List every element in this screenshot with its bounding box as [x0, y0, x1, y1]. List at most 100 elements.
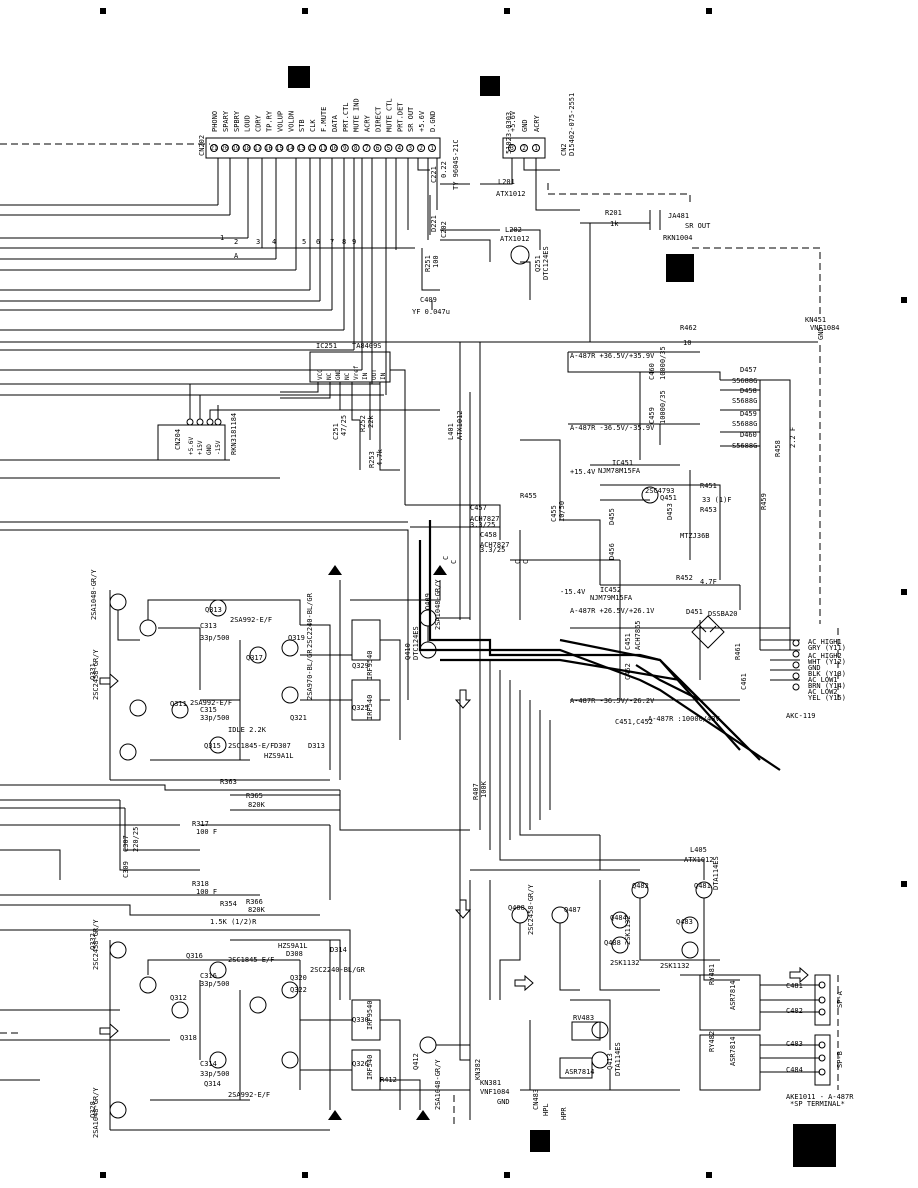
label-a1: 1 — [220, 234, 224, 242]
label-cx4: C — [522, 560, 530, 564]
cn202-pin — [210, 144, 218, 152]
label-hzs: HZS9A1L — [278, 942, 308, 950]
label-q313: Q313 — [205, 606, 222, 614]
label-c314v: 33p/500 — [200, 1070, 230, 1078]
label-r452: R452 — [676, 574, 693, 582]
cn2-pin — [532, 144, 540, 152]
cn202-pin-name: VOLUP — [276, 111, 284, 132]
label-q326p: IRF540 — [366, 1055, 374, 1080]
ic251-part: TA8409S — [352, 342, 382, 350]
cn204-pin: +5.6V — [188, 437, 195, 455]
label-c452: C452 — [624, 663, 632, 680]
label-a6: 6 — [316, 238, 320, 246]
cn202-pin-name: DIRECT — [375, 106, 383, 132]
label-r318: R318 — [192, 880, 209, 888]
cn202-pin — [384, 144, 393, 152]
cn2-pin-number: 3 — [510, 145, 514, 152]
cn202-pin-number: 2 — [419, 145, 423, 152]
label-ac2: AC HIGH2 — [808, 652, 842, 660]
label-d314: D314 — [330, 946, 347, 954]
label-q325p: IRF540 — [366, 695, 374, 720]
cn202-pin-number: 16 — [265, 145, 273, 152]
cn2-ref: CN2 — [560, 143, 568, 156]
label-d451p: DSSBA20 — [708, 610, 738, 618]
cn202-pin-name: SPARY — [222, 110, 230, 132]
label-d307: D307 — [274, 742, 291, 750]
label-c481: C481 — [786, 982, 803, 990]
label-q325: Q325 — [352, 704, 369, 712]
label-c483: C483 — [786, 1040, 803, 1048]
cn202-pin-name: TP.RY — [266, 110, 274, 132]
label-c482: C482 — [786, 1007, 803, 1015]
label-q487: Q487 — [564, 906, 581, 914]
label-ac4c: BRN (Y14) — [808, 682, 846, 690]
cn202-pin-name: SR OUT — [407, 106, 415, 132]
label-c315v: 33p/500 — [200, 714, 230, 722]
label-r251v: 100 — [432, 255, 440, 268]
cn202-pin-name: ACRY — [364, 114, 372, 132]
label-v3325b: 3.3/25 — [480, 546, 505, 554]
label-r252v: 22k — [367, 415, 375, 428]
cn202-drop-wires — [210, 158, 438, 395]
cn202-pin — [308, 144, 317, 152]
cn2-part: D15402-075-2551 — [568, 93, 576, 156]
label-ic481: ASR7814 — [565, 1068, 595, 1076]
label-q451p: 2SC4793 — [645, 487, 675, 495]
label-r462v: 10 — [683, 339, 691, 347]
cn202-pin-name: CDRY — [255, 114, 263, 132]
signal-flow-arrows — [99, 565, 809, 1120]
label-hpl: HPL — [542, 1103, 550, 1116]
cn202-pin-number: 14 — [287, 145, 295, 152]
cn202-pin — [395, 144, 404, 152]
cn2-pin-name: ACRY — [533, 114, 541, 132]
cn202-pin-name: STB — [298, 119, 306, 132]
label-d221: D221 — [430, 215, 438, 232]
cn202-pin — [242, 144, 251, 152]
label-asr1: ASR7814 — [729, 980, 737, 1010]
label-r453: R453 — [700, 506, 717, 514]
label-cn483: CN483 — [532, 1089, 540, 1110]
label-q319p: 2SC2240-BL/GR — [306, 592, 314, 648]
ic251-pin: OUT — [371, 369, 378, 380]
label-q314p: 2SA992-E/F — [228, 1091, 270, 1099]
board-boundary — [547, 183, 691, 205]
cn202-pin — [275, 144, 284, 152]
cn202-part: TY 9604S-21C — [452, 139, 460, 190]
bus-lines — [0, 204, 409, 1081]
label-r365: R365 — [246, 792, 263, 800]
ic251-pin: VCC — [317, 369, 324, 380]
cn202-pin-name: PHONO — [211, 111, 219, 132]
label-a5: 5 — [302, 238, 306, 246]
label-c484: C484 — [786, 1066, 803, 1074]
label-r451v: 33 (1)F — [702, 496, 732, 504]
section-marker-block — [480, 76, 500, 96]
label-ac1c: GRY (Y11) — [808, 644, 846, 652]
ic251-pin: NC — [344, 372, 351, 380]
cn202-pin — [253, 144, 262, 152]
label-ac2c: WHT (Y12) — [808, 658, 846, 666]
label-c409: C409 — [420, 296, 437, 304]
label-cx1: C — [442, 556, 450, 560]
cn202-pin — [340, 144, 349, 152]
label-r455: R455 — [520, 492, 537, 500]
label-q413p: DTA114ES — [614, 1042, 622, 1076]
label-ach2: ACH7827 — [480, 541, 510, 549]
label-q483: Q483 — [676, 918, 693, 926]
relay-section — [559, 974, 831, 1091]
label-q484: Q484 — [610, 914, 627, 922]
label-ry481: RY481 — [708, 964, 716, 985]
cn202-pin — [319, 144, 327, 152]
label-ic451: IC451 — [612, 459, 633, 467]
label-q413: Q413 — [606, 1053, 614, 1070]
label-c315: C315 — [200, 706, 217, 714]
label-q410: Q410 — [404, 643, 412, 660]
cn204-pin: GND — [206, 444, 213, 455]
section-marker-block — [666, 254, 694, 282]
label-cx2: C — [450, 560, 458, 564]
label-q327: 2SA1048-GR/Y — [90, 569, 98, 620]
cn204-pin: +15V — [197, 440, 204, 455]
cn202-pin-name: MUTE CTL — [385, 98, 393, 132]
label-c459v: 10000/35 — [659, 390, 667, 424]
cn202-ref: CN202 — [198, 135, 206, 156]
